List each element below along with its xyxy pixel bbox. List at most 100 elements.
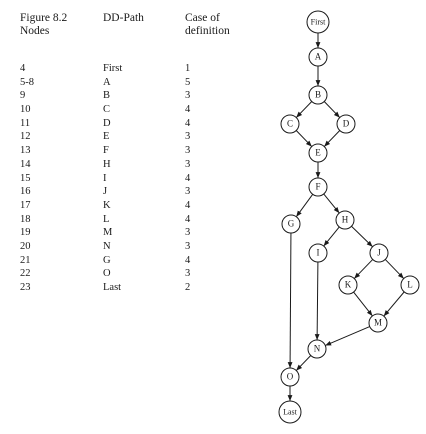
- edge-j-l: [384, 259, 404, 279]
- graph-node-circle: [306, 10, 330, 34]
- table-cell-case: 4: [185, 104, 191, 116]
- edge-c-e: [295, 130, 312, 147]
- graph-node-label: A: [315, 52, 322, 62]
- table-cell-path: K: [103, 199, 111, 211]
- table-cell-path: M: [103, 227, 113, 239]
- graph-node-circle: [278, 400, 302, 424]
- table-cell-node: 23: [20, 282, 31, 293]
- table-cell-path: G: [103, 254, 111, 266]
- table-cell-node: 15: [20, 172, 31, 184]
- graph-node-m: M: [368, 313, 388, 333]
- graph-node-circle: [336, 114, 356, 134]
- graph-node-d: D: [336, 114, 356, 134]
- table-cell-path: A: [103, 76, 111, 88]
- graph-node-k: K: [338, 275, 358, 295]
- header-dd-path-line-1: DD-Path: [103, 12, 144, 24]
- header-nodes-line-1: Figure 8.2: [20, 12, 68, 24]
- graph-node-circle: [400, 275, 420, 295]
- graph-node-circle: [280, 367, 300, 387]
- graph-node-label: H: [342, 215, 349, 225]
- table-cell-case: 3: [185, 158, 191, 170]
- graph-node-circle: [308, 243, 328, 263]
- table-cell-path: D: [103, 117, 111, 129]
- table-cell-path: First: [103, 63, 123, 74]
- edge-n-o: [296, 355, 312, 371]
- edge-h-j: [351, 225, 373, 247]
- table-cell-node: 18: [20, 213, 31, 225]
- table-cell-path: B: [103, 90, 111, 102]
- graph-node-c: C: [280, 114, 300, 134]
- graph-node-label: First: [311, 17, 326, 26]
- graph-node-label: J: [377, 248, 381, 258]
- graph-node-label: Last: [283, 407, 298, 416]
- table-cell-node: 14: [20, 158, 31, 170]
- header-case: Case of definition: [185, 12, 230, 38]
- graph-node-o: O: [280, 367, 300, 387]
- header-case-line-1: Case of: [185, 12, 220, 24]
- table-cell-path: J: [103, 186, 108, 198]
- table-cell-case: 3: [185, 131, 191, 143]
- graph-node-label: B: [315, 90, 321, 100]
- graph-node-j: J: [369, 243, 389, 263]
- table-cell-path: Last: [103, 282, 122, 293]
- table-cell-case: 4: [185, 199, 191, 211]
- table-cell-path: H: [103, 158, 111, 170]
- graph-node-h: H: [335, 210, 355, 230]
- header-case-line-2: definition: [185, 25, 230, 37]
- graph-node-circle: [369, 243, 389, 263]
- graph-node-circle: [308, 143, 328, 163]
- graph-node-label: G: [288, 219, 295, 229]
- table-cell-node: 20: [20, 240, 31, 252]
- table-cell-path: L: [103, 213, 110, 225]
- table-cell-node: 5-8: [20, 76, 34, 88]
- table-cell-case: 3: [185, 145, 191, 157]
- table-cell-node: 22: [20, 268, 31, 280]
- graph-node-circle: [338, 275, 358, 295]
- graph-node-label: L: [407, 280, 413, 290]
- header-nodes-line-2: Nodes: [20, 25, 50, 37]
- graph-node-label: K: [345, 280, 352, 290]
- table-cell-path: O: [103, 268, 111, 280]
- table-cell-case: 4: [185, 213, 191, 225]
- table-cell-node: 10: [20, 104, 31, 116]
- graph-node-circle: [281, 214, 301, 234]
- edge-d-e: [324, 130, 341, 147]
- edge-l-m: [383, 291, 405, 317]
- graph-node-circle: [308, 85, 328, 105]
- graph-node-circle: [280, 114, 300, 134]
- edge-g-o: [287, 232, 293, 369]
- graph-node-b: B: [308, 85, 328, 105]
- graph-node-label: O: [287, 372, 294, 382]
- table-cell-node: 11: [20, 117, 31, 129]
- graph-node-circle: [307, 339, 327, 359]
- graph-node-f: F: [308, 177, 328, 197]
- graph-node-label: M: [374, 318, 382, 328]
- table-cell-case: 4: [185, 172, 191, 184]
- edge-m-n: [325, 326, 370, 346]
- graph-node-label: I: [317, 248, 320, 258]
- header-nodes: Figure 8.2 Nodes: [20, 12, 67, 38]
- edge-i-n: [314, 261, 320, 341]
- table-cell-case: 3: [185, 240, 191, 252]
- header-dd-path: DD-Path: [103, 12, 144, 25]
- table-cell-case: 4: [185, 254, 191, 266]
- graph-node-label: D: [343, 119, 350, 129]
- table-cell-node: 12: [20, 131, 31, 143]
- graph-node-last: Last: [278, 400, 302, 424]
- edge-j-k: [354, 259, 374, 279]
- graph-node-label: C: [287, 119, 293, 129]
- graph-node-i: I: [308, 243, 328, 263]
- table-cell-path: N: [103, 240, 111, 252]
- graph-node-n: N: [307, 339, 327, 359]
- table-cell-node: 16: [20, 186, 31, 198]
- table-cell-case: 4: [185, 117, 191, 129]
- table-cell-case: 3: [185, 227, 191, 239]
- table-cell-case: 1: [185, 63, 191, 74]
- table-cell-node: 17: [20, 199, 31, 211]
- edge-b-d: [323, 101, 340, 118]
- table-cell-path: F: [103, 145, 109, 157]
- graph-node-label: E: [315, 148, 321, 158]
